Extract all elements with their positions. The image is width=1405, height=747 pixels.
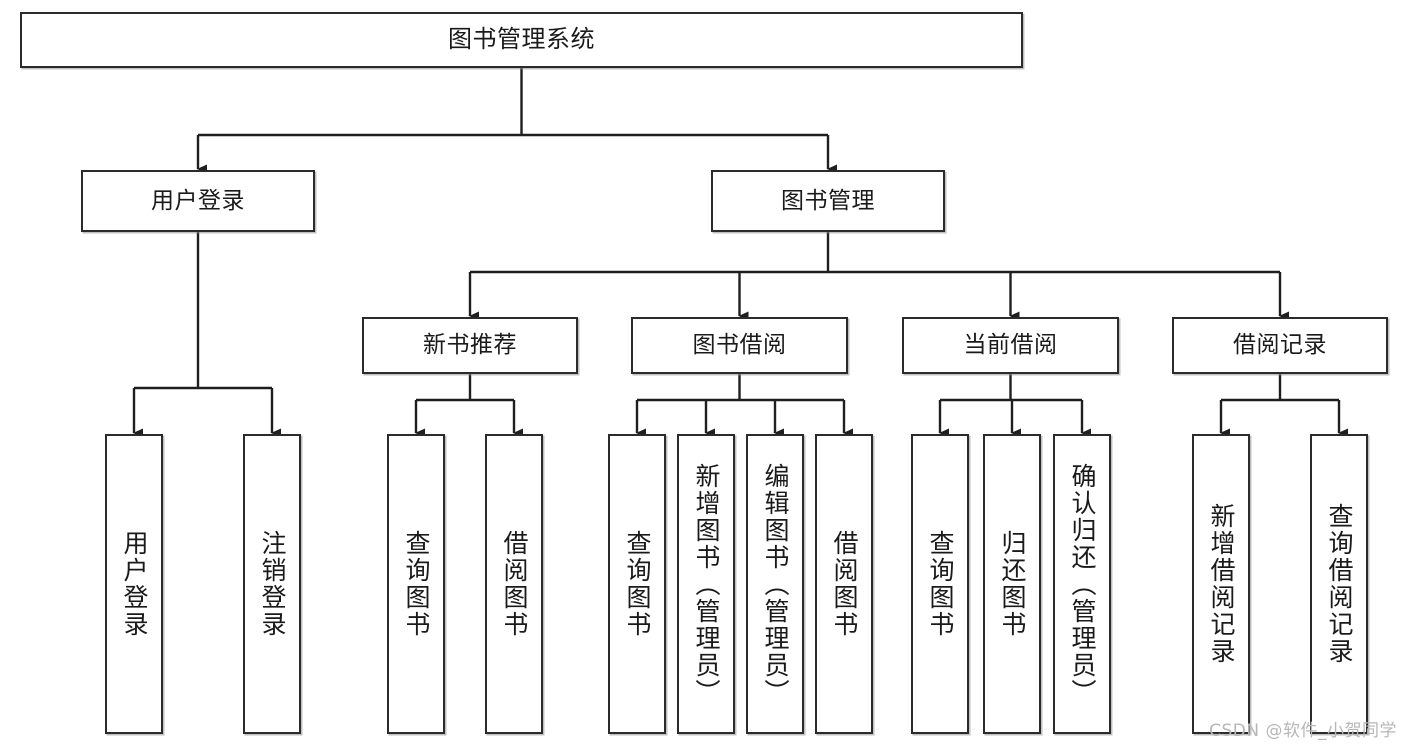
watermark-text: CSDN @软件_小贺同学 <box>1209 721 1397 741</box>
node-label: 借阅图书 <box>830 530 859 638</box>
node-label: 借阅图书 <box>500 530 529 638</box>
node-book-manage[interactable]: 图书管理 <box>711 170 945 232</box>
node-leaf-query-record[interactable]: 查询借阅记录 <box>1310 434 1368 734</box>
node-leaf-query-book-1[interactable]: 查询图书 <box>387 434 445 734</box>
node-label: 图书管理 <box>781 187 875 214</box>
node-leaf-logout[interactable]: 注销登录 <box>243 434 301 734</box>
node-leaf-add-record[interactable]: 新增借阅记录 <box>1192 434 1250 734</box>
node-user-login[interactable]: 用户登录 <box>81 170 315 232</box>
node-label: 查询图书 <box>926 530 955 638</box>
node-label: 用户登录 <box>151 187 245 214</box>
node-label: 新增图书（管理员） <box>692 462 721 706</box>
node-label: 新书推荐 <box>423 332 517 359</box>
node-leaf-user-login[interactable]: 用户登录 <box>105 434 163 734</box>
node-borrow-record[interactable]: 借阅记录 <box>1172 317 1388 374</box>
node-label: 归还图书 <box>998 530 1027 638</box>
node-label: 图书管理系统 <box>448 25 595 54</box>
node-label: 图书借阅 <box>692 332 787 359</box>
node-leaf-query-book-2[interactable]: 查询图书 <box>608 434 666 734</box>
node-label: 查询图书 <box>402 530 431 638</box>
node-leaf-confirm-return[interactable]: 确认归还（管理员） <box>1053 434 1111 734</box>
node-current-borrow[interactable]: 当前借阅 <box>902 317 1119 374</box>
node-leaf-add-book[interactable]: 新增图书（管理员） <box>677 434 735 734</box>
node-label: 借阅记录 <box>1233 332 1327 359</box>
node-label: 用户登录 <box>120 530 149 638</box>
node-leaf-borrow-book-1[interactable]: 借阅图书 <box>485 434 543 734</box>
node-label: 查询借阅记录 <box>1325 503 1354 665</box>
node-new-book-rec[interactable]: 新书推荐 <box>362 317 578 374</box>
node-label: 注销登录 <box>258 530 287 638</box>
node-root[interactable]: 图书管理系统 <box>20 12 1023 68</box>
node-label: 编辑图书（管理员） <box>761 462 790 706</box>
node-label: 当前借阅 <box>963 332 1058 359</box>
node-book-borrow[interactable]: 图书借阅 <box>631 317 848 374</box>
node-label: 查询图书 <box>623 530 652 638</box>
node-leaf-edit-book[interactable]: 编辑图书（管理员） <box>746 434 804 734</box>
node-leaf-return-book[interactable]: 归还图书 <box>983 434 1041 734</box>
node-label: 确认归还（管理员） <box>1068 462 1097 706</box>
node-leaf-borrow-book-2[interactable]: 借阅图书 <box>815 434 873 734</box>
node-label: 新增借阅记录 <box>1207 503 1236 665</box>
node-leaf-query-book-3[interactable]: 查询图书 <box>911 434 969 734</box>
